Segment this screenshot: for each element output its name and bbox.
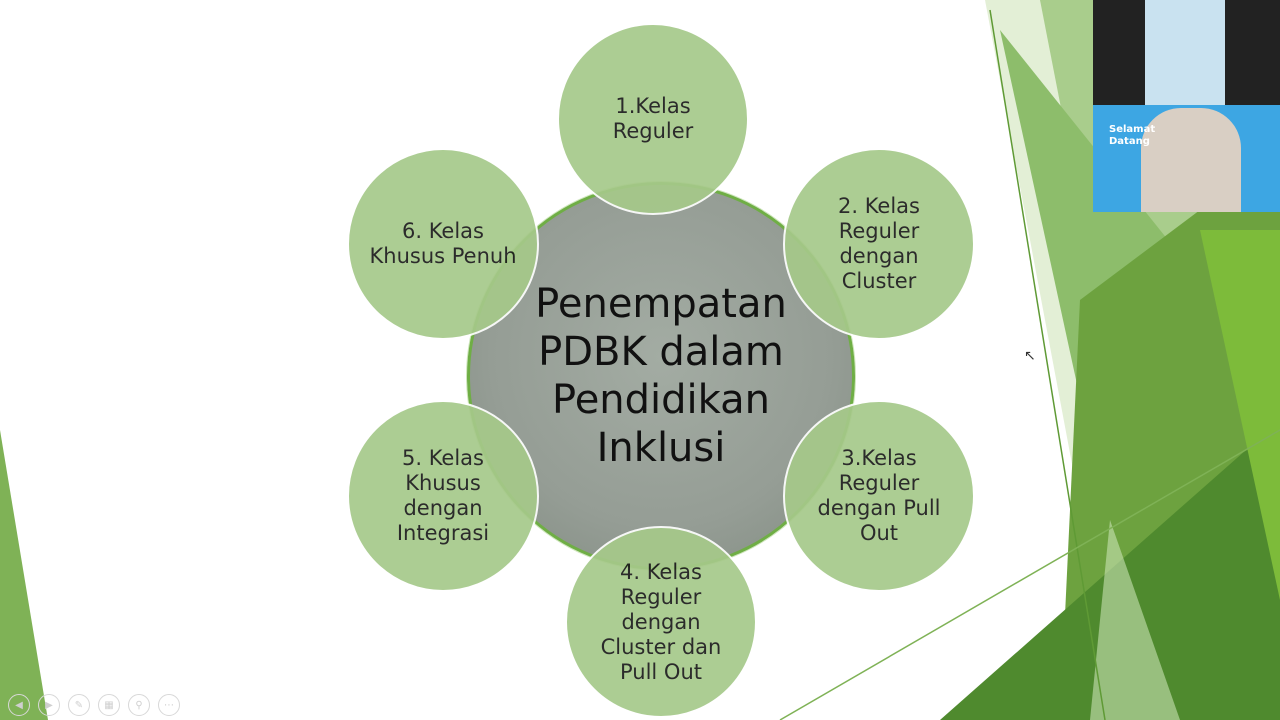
node-label: 4. Kelas Reguler dengan Cluster dan Pull… — [600, 559, 722, 684]
center-concept-label: Penempatan PDBK dalam Pendidikan Inklusi — [535, 281, 787, 471]
node-5-kelas-khusus-integrasi: 5. Kelas Khusus dengan Integrasi — [347, 400, 539, 592]
pen-icon[interactable]: ✎ — [68, 694, 90, 716]
more-options-icon[interactable]: ⋯ — [158, 694, 180, 716]
node-1-kelas-reguler: 1.Kelas Reguler — [557, 23, 749, 215]
next-slide-icon[interactable]: ▶ — [38, 694, 60, 716]
node-label: 6. Kelas Khusus Penuh — [369, 219, 517, 268]
prev-slide-icon[interactable]: ◀ — [8, 694, 30, 716]
slides-grid-icon[interactable]: ▦ — [98, 694, 120, 716]
node-3-kelas-reguler-pull-out: 3.Kelas Reguler dengan Pull Out — [783, 400, 975, 592]
node-6-kelas-khusus-penuh: 6. Kelas Khusus Penuh — [347, 148, 539, 340]
webcam-banner-title: Selamat Datang — [1109, 124, 1156, 147]
participant-2-video — [1141, 108, 1241, 212]
zoom-icon[interactable]: ⚲ — [128, 694, 150, 716]
slideshow-toolbar: ◀ ▶ ✎ ▦ ⚲ ⋯ — [8, 694, 180, 716]
node-2-kelas-reguler-cluster: 2. Kelas Reguler dengan Cluster — [783, 148, 975, 340]
node-label: 1.Kelas Reguler — [612, 94, 694, 143]
webcam-overlay: Selamat Datang — [1093, 0, 1280, 212]
participant-1-video — [1145, 0, 1225, 105]
mouse-pointer-icon: ↖ — [1024, 348, 1036, 364]
node-label: 3.Kelas Reguler dengan Pull Out — [817, 446, 941, 545]
node-label: 5. Kelas Khusus dengan Integrasi — [396, 446, 490, 545]
node-label: 2. Kelas Reguler dengan Cluster — [837, 194, 920, 293]
node-4-kelas-reguler-cluster-pull-out: 4. Kelas Reguler dengan Cluster dan Pull… — [565, 526, 757, 718]
